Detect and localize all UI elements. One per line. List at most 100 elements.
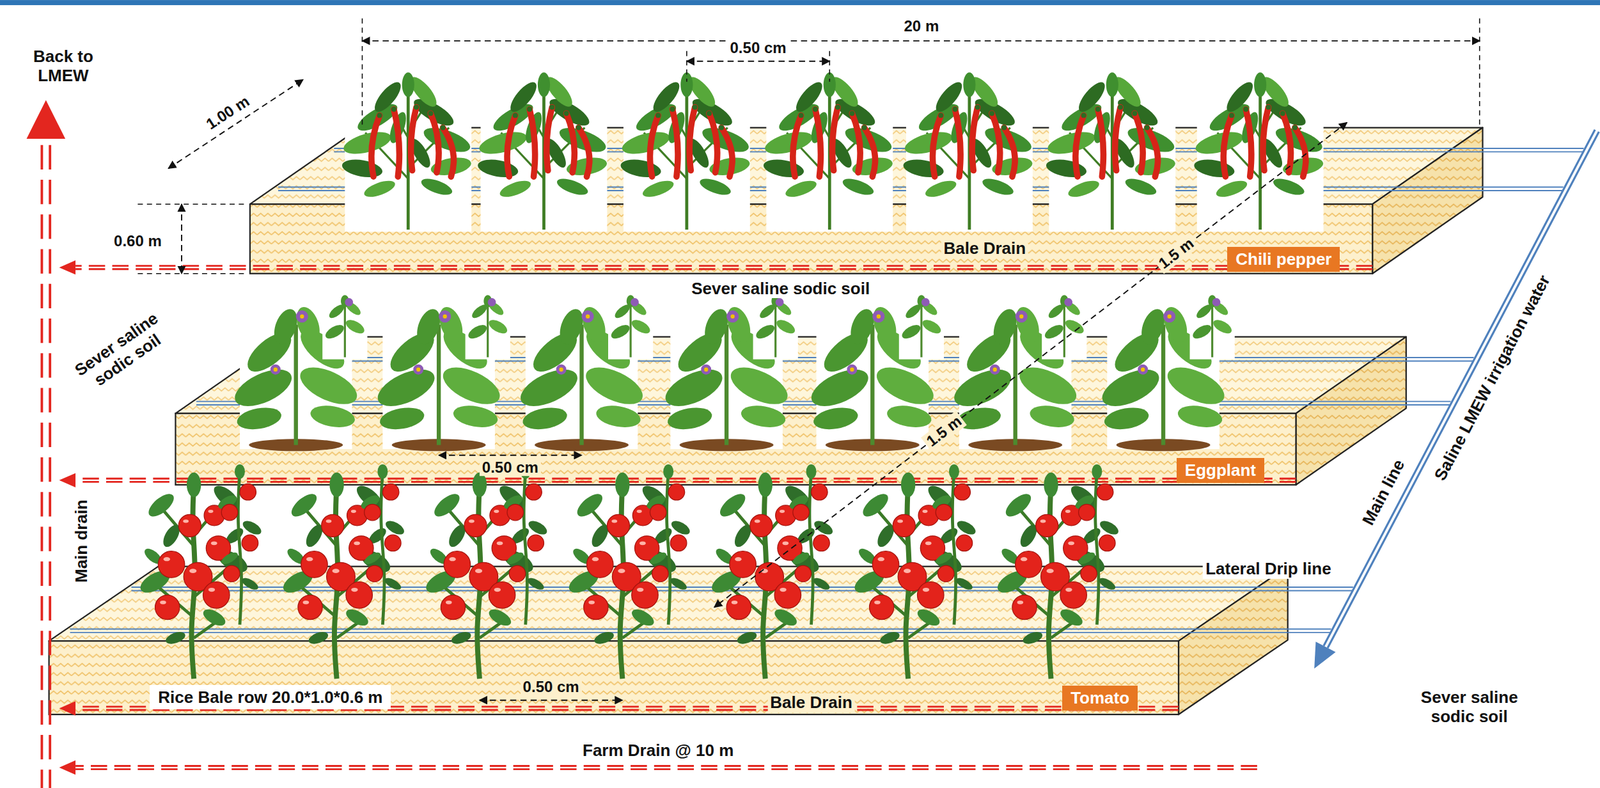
node-text: Tomato: [1070, 688, 1130, 708]
dimension-line: [686, 60, 830, 63]
flower-centre: [416, 367, 421, 372]
farm-drain: [59, 760, 1258, 775]
drain-line: [75, 267, 1373, 270]
pipe-line: [1323, 129, 1595, 646]
dimension-label: 20 m: [901, 17, 942, 36]
main-drain: [26, 99, 66, 788]
tomato-fruit: [527, 534, 545, 552]
leaf: [871, 360, 940, 412]
fruit-highlight: [475, 568, 483, 573]
leaf: [722, 303, 755, 346]
dimension-line: [479, 699, 623, 701]
flower-centre: [585, 314, 590, 319]
tomato-fruit: [813, 534, 831, 552]
leaf: [629, 606, 657, 630]
flower-centre: [993, 367, 997, 372]
plant-stem: [1161, 324, 1166, 445]
tomato-fruit: [583, 594, 609, 620]
leaf: [1014, 360, 1083, 412]
leaf: [954, 575, 974, 592]
tomato-fruit: [155, 594, 180, 620]
fruit-highlight: [189, 568, 197, 573]
plant-stem: [294, 324, 299, 445]
tomato-fruit: [649, 503, 667, 521]
chili-plant: [619, 72, 752, 232]
fruit-cap: [812, 106, 818, 112]
lateral-drip-lines: [70, 587, 1354, 633]
flower-centre: [704, 367, 708, 372]
leaf: [592, 629, 616, 646]
fruit-highlight: [351, 509, 357, 513]
flower: [726, 310, 739, 323]
chili-fruit: [1115, 107, 1122, 171]
leaf: [308, 402, 357, 431]
fruit-cap: [391, 106, 397, 112]
chili-fruit: [411, 107, 417, 171]
leaf: [239, 575, 260, 592]
flower-centre: [876, 314, 881, 319]
leaf: [437, 360, 506, 412]
chili-fruit: [991, 113, 1001, 173]
flower: [438, 310, 451, 323]
fruit-cap: [975, 104, 981, 110]
flower: [1137, 364, 1148, 375]
flower-centre: [1140, 367, 1145, 372]
flower: [1163, 310, 1176, 323]
fruit-cap: [1144, 125, 1150, 131]
fruit-highlight: [445, 600, 453, 605]
tomato-plant: [136, 464, 264, 679]
plant-stem: [436, 324, 441, 445]
tomato-plant: [993, 464, 1121, 679]
tomato-fruit: [1096, 483, 1114, 501]
fruit-highlight: [1040, 519, 1047, 523]
eggplant-plant: [229, 289, 368, 451]
plant-backdrop: [623, 77, 751, 232]
flower: [487, 298, 497, 307]
leaf: [739, 402, 788, 431]
tomato-fruit: [1078, 503, 1096, 521]
flower: [872, 310, 885, 323]
chili-plant: [476, 72, 609, 232]
plant-backdrop: [766, 77, 893, 232]
fruit-highlight: [588, 600, 595, 605]
leaf: [1192, 156, 1236, 180]
leaf: [434, 303, 467, 346]
leaf: [343, 317, 367, 337]
fruit-highlight: [496, 541, 504, 545]
leaf: [665, 404, 714, 433]
extension-line: [828, 51, 831, 82]
leaf: [791, 78, 827, 116]
plant-backdrop: [1048, 77, 1176, 232]
dimension-label: 0.50 cm: [479, 458, 542, 477]
tomato-fruit: [892, 514, 916, 537]
leaf: [498, 177, 534, 201]
leaf: [1066, 177, 1102, 201]
flower-centre: [273, 367, 278, 372]
plant-backdrop: [906, 77, 1033, 232]
leaf: [901, 472, 916, 497]
eggplant-plant: [659, 289, 799, 451]
drain-line: [75, 768, 1258, 770]
plant-backdrop: [322, 289, 368, 360]
drain-line: [75, 480, 1296, 483]
chili-fruit: [371, 115, 380, 177]
leaf: [846, 305, 879, 348]
leaf: [486, 606, 515, 630]
leaf: [477, 127, 529, 159]
leaf: [402, 72, 415, 97]
fruit-highlight: [903, 568, 911, 573]
chili-fruit: [430, 113, 439, 173]
fruit-highlight: [163, 556, 171, 561]
flower: [581, 310, 595, 323]
fruit-highlight: [306, 556, 313, 561]
leaf: [812, 517, 836, 538]
fruit-cap: [1243, 106, 1249, 112]
pipe-label: Main line: [1357, 454, 1411, 531]
leaf: [1214, 177, 1250, 201]
drain-line: [75, 764, 1258, 767]
leaf: [164, 629, 187, 646]
leaf: [343, 606, 371, 630]
node-text: Rice Bale row 20.0*1.0*0.6 m: [157, 688, 383, 707]
tomato-fruit: [750, 514, 773, 537]
